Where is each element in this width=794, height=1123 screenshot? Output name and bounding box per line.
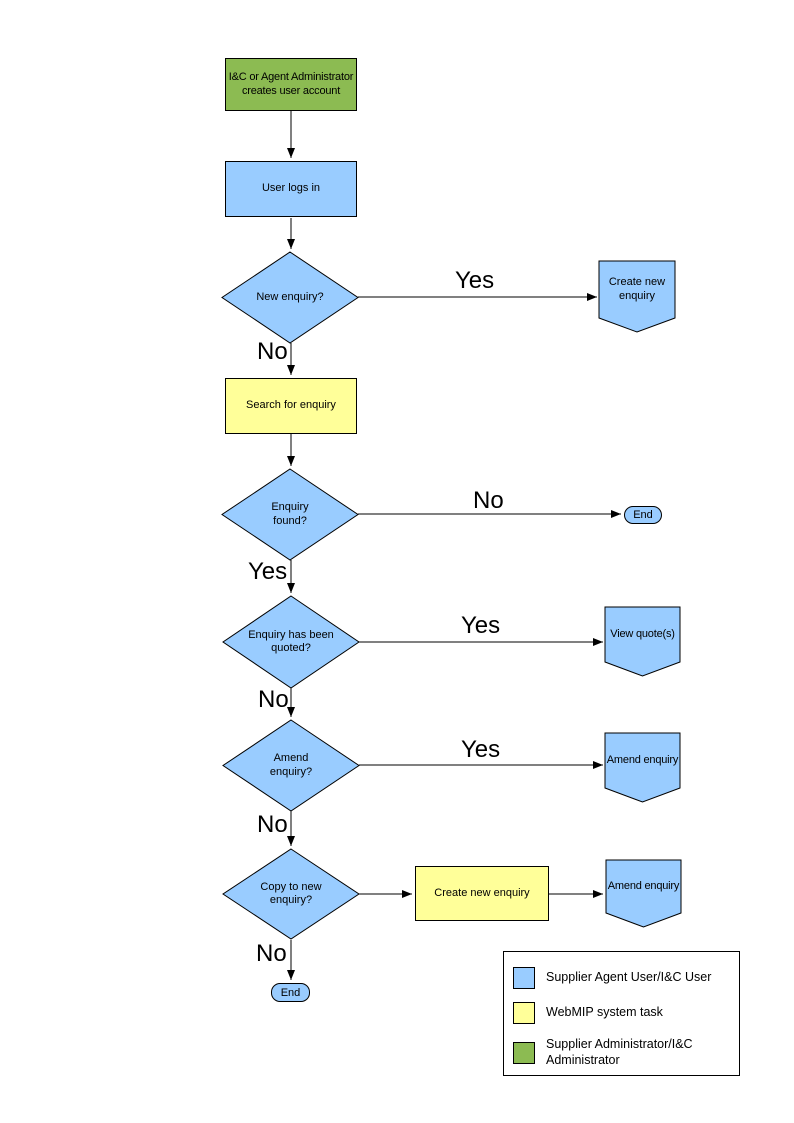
branch-label-enquiry-quoted-no: No xyxy=(258,686,289,713)
process-create-new-enquiry-task-label: Create new enquiry xyxy=(434,886,530,899)
process-create-new-enquiry-task: Create new enquiry xyxy=(415,866,549,921)
legend: Supplier Agent User/I&C User WebMIP syst… xyxy=(503,951,740,1076)
pentagon-shape xyxy=(605,859,682,928)
diamond-icon xyxy=(221,251,359,344)
terminator-end-not-found-label: End xyxy=(633,509,653,521)
terminator-end-final: End xyxy=(271,983,310,1002)
legend-row-user: Supplier Agent User/I&C User xyxy=(513,967,731,989)
pentagon-icon xyxy=(604,606,681,677)
diamond-icon xyxy=(222,719,360,812)
decision-amend-enquiry: Amend enquiry? xyxy=(222,719,360,812)
legend-swatch-user xyxy=(513,967,535,989)
decision-copy-to-new-enquiry-label: Copy to new enquiry? xyxy=(260,880,322,906)
branch-label-enquiry-found-no: No xyxy=(473,487,504,514)
branch-label-amend-no: No xyxy=(257,811,288,838)
diamond-icon xyxy=(222,848,360,940)
legend-label-system: WebMIP system task xyxy=(546,1005,663,1020)
process-user-logs-in: User logs in xyxy=(225,161,357,217)
action-amend-enquiry-2-label: Amend enquiry xyxy=(607,879,680,892)
decision-enquiry-found-label: Enquiry found? xyxy=(271,501,309,527)
process-user-logs-in-label: User logs in xyxy=(261,182,321,195)
decision-enquiry-found: Enquiry found? xyxy=(221,468,359,561)
diamond-shape xyxy=(221,468,359,561)
decision-enquiry-quoted-label: Enquiry has been quoted? xyxy=(248,628,334,654)
decision-copy-to-new-enquiry: Copy to new enquiry? xyxy=(222,848,360,940)
action-create-new-enquiry: Create new enquiry xyxy=(598,260,676,333)
action-create-new-enquiry-label: Create new enquiry xyxy=(608,276,666,302)
action-view-quotes-label: View quote(s) xyxy=(610,627,675,640)
process-create-user-account-label: I&C or Agent Administrator creates user … xyxy=(228,71,354,97)
legend-label-admin: Supplier Administrator/I&C Administrator xyxy=(546,1037,693,1067)
decision-enquiry-quoted: Enquiry has been quoted? xyxy=(222,595,360,689)
terminator-end-not-found: End xyxy=(624,506,662,524)
decision-new-enquiry: New enquiry? xyxy=(221,251,359,344)
branch-label-copy-no: No xyxy=(256,940,287,967)
pentagon-shape xyxy=(604,732,681,803)
action-amend-enquiry-1-label: Amend enquiry xyxy=(606,753,679,766)
diamond-shape xyxy=(222,719,360,812)
diamond-shape xyxy=(222,848,360,940)
action-view-quotes: View quote(s) xyxy=(604,606,681,677)
action-amend-enquiry-1: Amend enquiry xyxy=(604,732,681,803)
pentagon-icon xyxy=(604,732,681,803)
legend-swatch-admin xyxy=(513,1041,535,1064)
branch-label-amend-yes: Yes xyxy=(461,736,501,763)
process-search-for-enquiry-label: Search for enquiry xyxy=(246,399,336,412)
diamond-icon xyxy=(222,595,360,689)
branch-label-enquiry-quoted-yes: Yes xyxy=(461,612,501,639)
pentagon-icon xyxy=(605,859,682,928)
diamond-shape xyxy=(221,251,359,344)
process-search-for-enquiry: Search for enquiry xyxy=(225,378,357,434)
diamond-icon xyxy=(221,468,359,561)
decision-amend-enquiry-label: Amend enquiry? xyxy=(269,752,313,778)
process-create-user-account: I&C or Agent Administrator creates user … xyxy=(225,58,357,111)
pentagon-shape xyxy=(604,606,681,677)
action-amend-enquiry-2: Amend enquiry xyxy=(605,859,682,928)
legend-row-admin: Supplier Administrator/I&C Administrator xyxy=(513,1037,731,1068)
pentagon-icon xyxy=(598,260,676,333)
branch-label-new-enquiry-no: No xyxy=(257,338,288,365)
diamond-shape xyxy=(222,595,360,689)
legend-swatch-system xyxy=(513,1002,535,1024)
branch-label-new-enquiry-yes: Yes xyxy=(455,267,495,294)
pentagon-shape xyxy=(598,260,676,333)
branch-label-enquiry-found-yes: Yes xyxy=(248,558,288,585)
decision-new-enquiry-label: New enquiry? xyxy=(256,290,324,303)
legend-label-user: Supplier Agent User/I&C User xyxy=(546,970,712,985)
terminator-end-final-label: End xyxy=(280,986,301,999)
legend-row-system: WebMIP system task xyxy=(513,1002,731,1024)
